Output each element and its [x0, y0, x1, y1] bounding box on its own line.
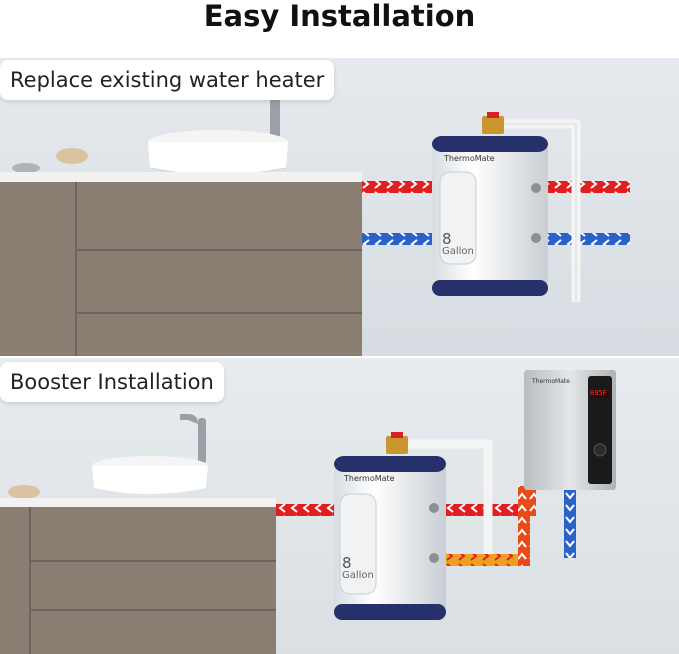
booster-brand: ThermoMate	[532, 378, 570, 385]
hot-pipe-to-sink	[276, 504, 334, 516]
sponge	[8, 485, 40, 499]
warm-pipe	[446, 554, 530, 566]
panel-label: Replace existing water heater	[0, 60, 335, 100]
heater-unit: Gallon	[342, 570, 374, 581]
faucet	[198, 418, 206, 464]
heater-brand: ThermoMate	[344, 474, 395, 483]
cabinet	[0, 507, 276, 654]
countertop	[0, 172, 362, 182]
panel-replace: Replace existing water heater ThermoMate…	[0, 58, 679, 356]
cold-pipe-inlet	[564, 486, 576, 558]
countertop	[0, 498, 276, 507]
replace-illustration	[0, 58, 679, 356]
brass-valve	[482, 116, 504, 134]
heater-unit: Gallon	[442, 246, 474, 257]
panel-label: Booster Installation	[0, 362, 224, 402]
heater-capacity: 8	[442, 230, 452, 248]
cabinet	[0, 182, 362, 356]
cold-pipe-right	[540, 233, 630, 245]
water-heater-tank	[334, 456, 446, 620]
booster-illustration	[0, 358, 679, 654]
hot-pipe-right	[540, 181, 630, 193]
heater-capacity: 8	[342, 554, 352, 572]
page-title: Easy Installation	[203, 0, 476, 33]
panel-booster: Booster Installation ThermoMate 8 Gallon…	[0, 358, 679, 654]
booster-display: 095F	[590, 389, 607, 397]
heater-brand: ThermoMate	[444, 154, 495, 163]
tankless-booster-unit	[524, 370, 616, 490]
brass-valve	[386, 436, 408, 454]
sponge	[56, 148, 88, 164]
water-heater-tank	[432, 136, 548, 296]
